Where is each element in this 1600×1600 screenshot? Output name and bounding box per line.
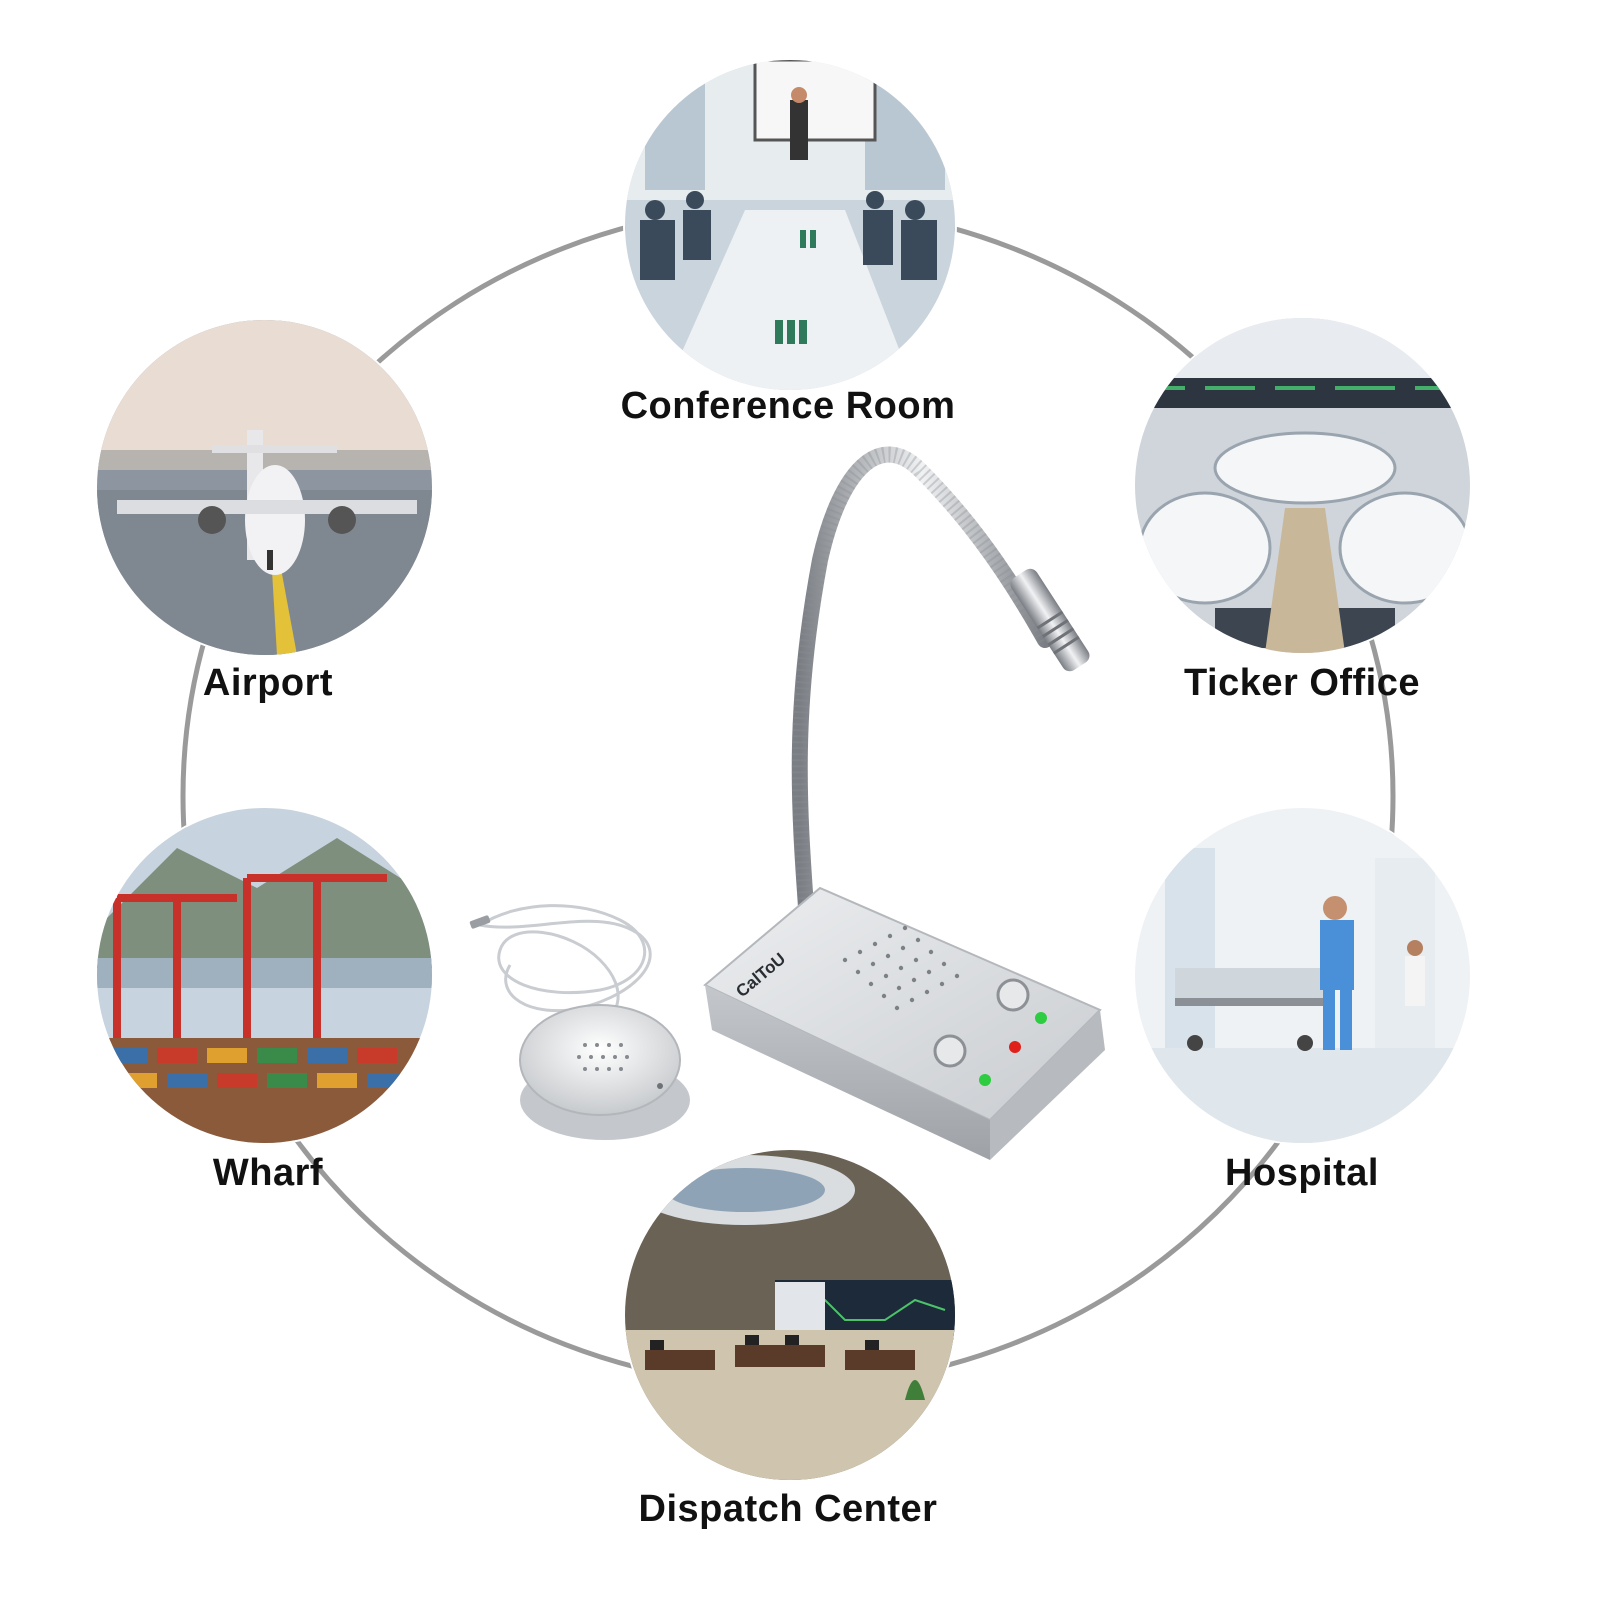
- led-red: [1009, 1041, 1021, 1053]
- airport-photo: [97, 320, 432, 655]
- external-speaker-cable: [479, 904, 652, 1032]
- scene-label-ticker: Ticker Office: [1183, 662, 1421, 704]
- scene-label-hospital: Hospital: [1225, 1152, 1379, 1194]
- speaker-grille: [842, 925, 960, 1011]
- microphone-head-icon: [1010, 568, 1090, 672]
- inner-volume-knob: [933, 1034, 967, 1068]
- scene-label-wharf: Wharf: [212, 1152, 324, 1194]
- gooseneck-mic: [791, 446, 1053, 943]
- scene-label-conference: Conference Room: [620, 385, 956, 427]
- external-speaker: [519, 1004, 690, 1140]
- led-green-inner: [979, 1074, 991, 1086]
- scene-label-dispatch: Dispatch Center: [638, 1488, 938, 1530]
- scene-label-airport: Airport: [202, 662, 334, 704]
- led-green-outer: [1035, 1012, 1047, 1024]
- outer-volume-knob: [996, 978, 1030, 1012]
- ticker-office-photo: [1135, 318, 1470, 653]
